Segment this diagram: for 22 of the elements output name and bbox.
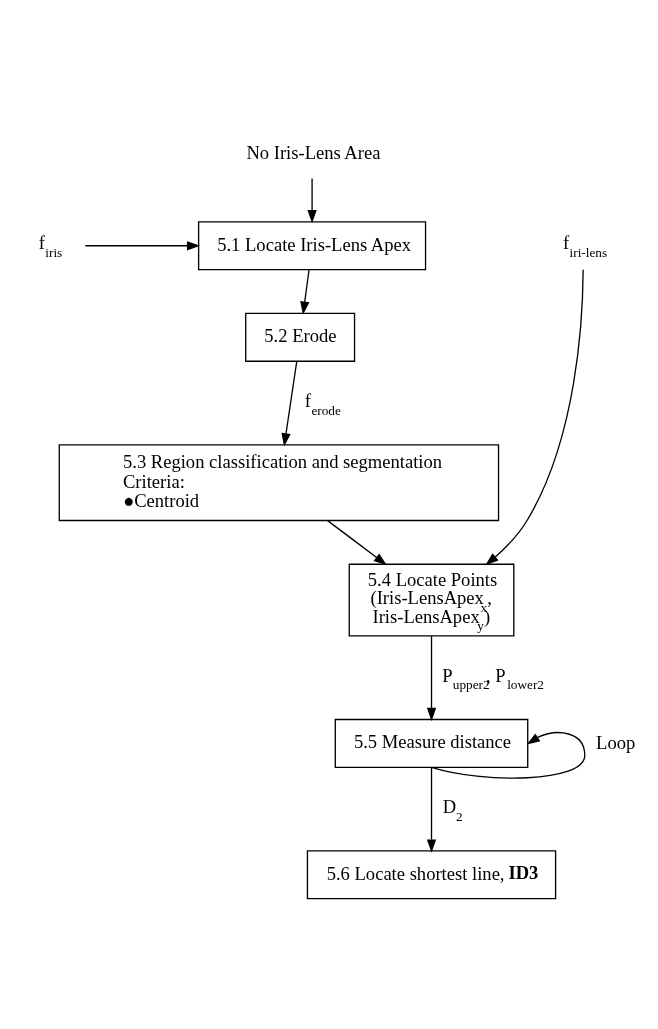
node-box: 5.1 Locate Iris-Lens Apex: [197, 221, 427, 271]
arrow: [281, 360, 298, 447]
arrow: [430, 732, 586, 779]
arrow: [300, 269, 310, 315]
node-text: No Iris-Lens Area: [246, 142, 381, 164]
arrow: [426, 767, 437, 853]
edge-label: f$_{erode}$: [304, 390, 341, 418]
node-box: 5.5 Measure distance: [334, 718, 529, 768]
arrow: [426, 635, 437, 722]
edge-label: P$_{upper2}$, P$_{lower2}$: [442, 664, 545, 693]
arrow: [485, 269, 584, 566]
node-box: 5.2 Erode: [245, 312, 356, 362]
node-box: 5.3 Region classification and segmentation Criteria: ●Centroid: [58, 444, 500, 522]
node-text: f$_{iri-lens}$: [562, 232, 608, 260]
arrow: [84, 241, 201, 251]
edge-label: D$_{2}$: [442, 796, 463, 824]
arrow: [326, 519, 387, 566]
node-text: f$_{iris}$: [38, 232, 63, 260]
node-box: 5.6 Locate shortest line, ID3: [306, 850, 557, 900]
edge-label: Loop: [596, 732, 636, 753]
arrow: [307, 177, 317, 224]
node-box: 5.4 Locate Points (Iris-LensApex$_{x}$, Iris-LensApex$_{y}$): [348, 563, 515, 637]
